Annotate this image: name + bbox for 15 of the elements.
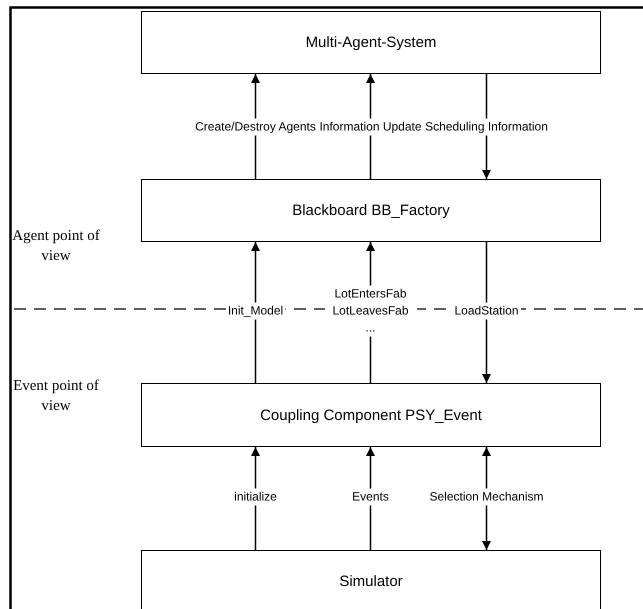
edge-label: Events [350,488,391,506]
section-label: Event point of view [12,377,100,416]
edge-label: LotEntersFab LotLeavesFab ... [324,286,416,336]
process-box: Blackboard BB_Factory [141,179,601,242]
edge-label: Selection Mechanism [427,488,546,506]
arrow [251,242,260,383]
section-label: Agent point of view [11,227,101,266]
edge-label: Scheduling Information [423,118,550,136]
process-box: Multi-Agent-System [141,11,601,74]
process-box: Simulator [141,550,601,609]
edge-label: Create/Destroy Agents [193,118,318,136]
arrow [482,242,491,383]
edge-label: LoadStation [452,302,521,320]
edge-label: initialize [232,488,279,506]
process-box: Coupling Component PSY_Event [141,383,601,447]
